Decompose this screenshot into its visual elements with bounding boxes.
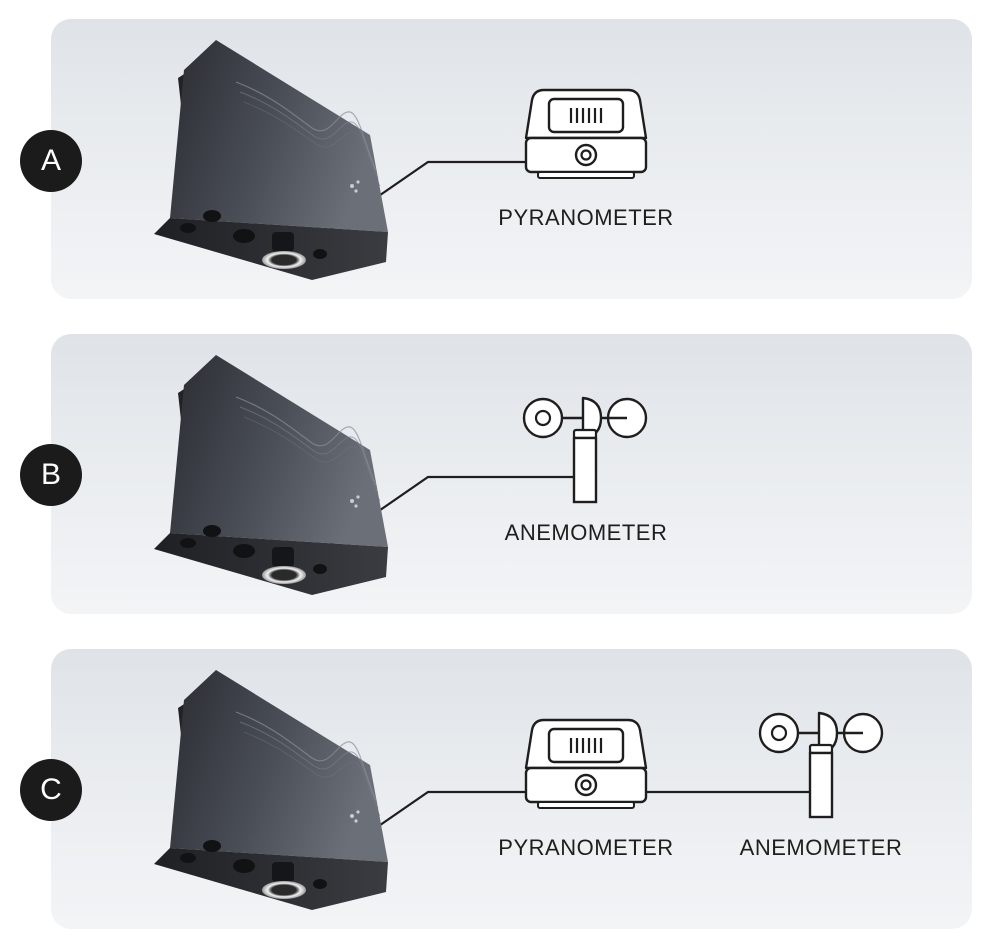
badge-c: C [20,759,82,821]
label-anemometer: ANEMOMETER [739,835,903,860]
pyranometer-icon [524,88,648,180]
label-pyranometer: PYRANOMETER [498,835,674,860]
anemometer-icon [522,396,648,504]
data-logger-icon [153,39,389,281]
pyranometer-icon [524,718,648,810]
anemometer-icon [758,711,884,819]
data-logger-icon [153,669,389,911]
label-anemometer: ANEMOMETER [504,520,668,545]
label-pyranometer: PYRANOMETER [498,205,674,230]
badge-b: B [20,444,82,506]
badge-a: A [20,130,82,192]
data-logger-icon [153,354,389,596]
